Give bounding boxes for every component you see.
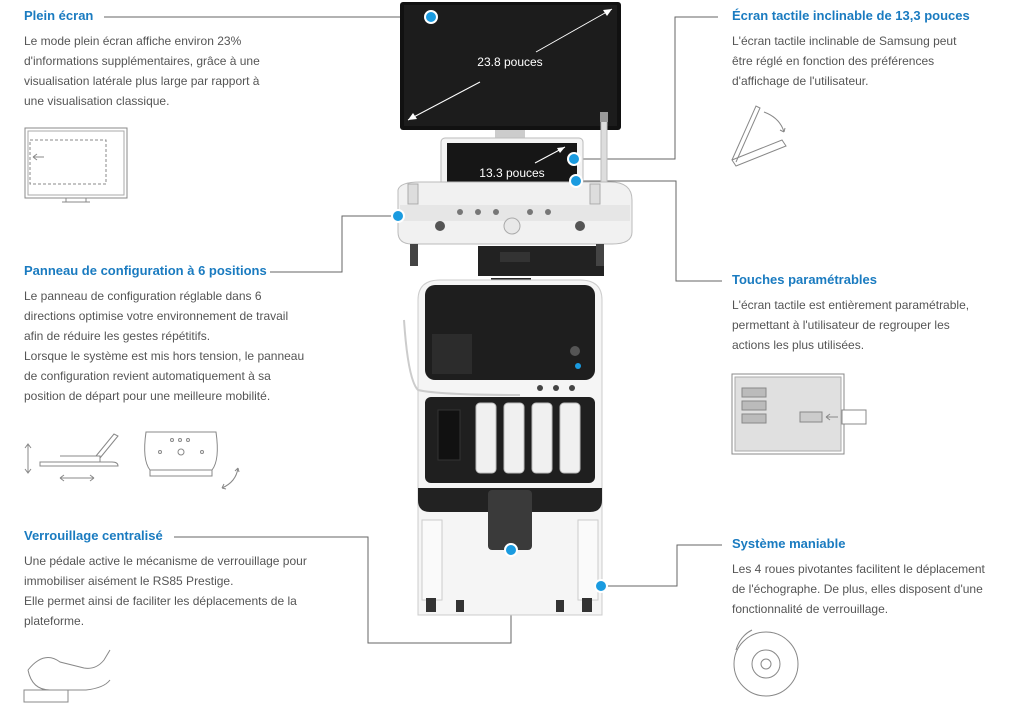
tilt-screen-icon bbox=[731, 105, 787, 167]
custom-keys-icon bbox=[731, 373, 867, 455]
monitor-size-label: 23.8 pouces bbox=[477, 55, 542, 69]
hotspot-markers bbox=[391, 10, 608, 593]
mobility-title: Système maniable bbox=[732, 536, 846, 551]
monitor: 23.8 pouces bbox=[400, 2, 621, 140]
touchscreen-description: L'écran tactile inclinable de Samsung pe… bbox=[732, 34, 957, 88]
control-panel bbox=[397, 181, 633, 276]
feature-central-lock: Verrouillage centralisé Une pédale activ… bbox=[24, 528, 307, 631]
touchscreen-title: Écran tactile inclinable de 13,3 pouces bbox=[732, 8, 970, 23]
central-lock-title: Verrouillage centralisé bbox=[24, 528, 163, 543]
feature-full-screen: Plein écran Le mode plein écran affiche … bbox=[24, 8, 260, 111]
full-screen-description: Le mode plein écran affiche environ 23% … bbox=[24, 34, 260, 108]
keys-title: Touches paramétrables bbox=[732, 272, 877, 287]
keys-description: L'écran tactile est entièrement paramétr… bbox=[732, 298, 970, 352]
central-lock-description: Une pédale active le mécanisme de verrou… bbox=[24, 554, 307, 628]
feature-config-panel: Panneau de configuration à 6 positions L… bbox=[24, 263, 304, 406]
feature-keys: Touches paramétrables L'écran tactile es… bbox=[732, 272, 969, 355]
wheel-icon bbox=[733, 629, 799, 697]
mobility-description: Les 4 roues pivotantes facilitent le dép… bbox=[732, 562, 985, 616]
config-panel-description: Le panneau de configuration réglable dan… bbox=[24, 289, 305, 403]
panel-side-icon bbox=[24, 433, 119, 482]
connector-lines bbox=[104, 16, 722, 644]
touchscreen-size-label: 13.3 pouces bbox=[479, 166, 544, 180]
full-screen-title: Plein écran bbox=[24, 8, 94, 23]
foot-pedal-icon bbox=[23, 649, 111, 703]
feature-mobility: Système maniable Les 4 roues pivotantes … bbox=[732, 536, 985, 619]
fullscreen-icon bbox=[24, 127, 128, 203]
feature-touchscreen: Écran tactile inclinable de 13,3 pouces … bbox=[732, 8, 970, 91]
panel-top-icon bbox=[144, 431, 240, 490]
config-panel-title: Panneau de configuration à 6 positions bbox=[24, 263, 267, 278]
cart-body bbox=[403, 278, 603, 616]
